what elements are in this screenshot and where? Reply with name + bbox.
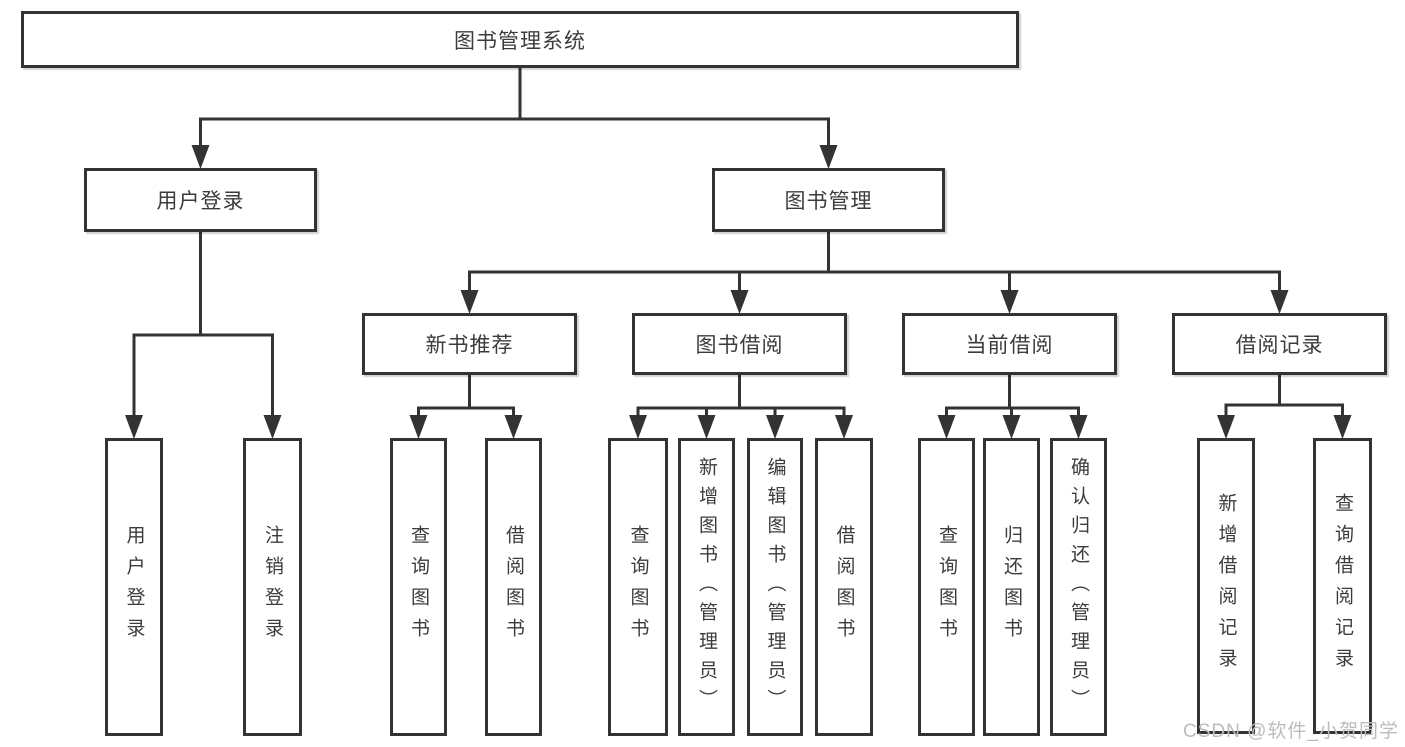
arrowhead-icon: [1069, 415, 1088, 439]
node-label: 归还图书: [1001, 525, 1022, 649]
node-label: 新增借阅记录: [1215, 493, 1237, 679]
node-label: 新增图书（管理员）: [696, 456, 717, 718]
node-label: 编辑图书（管理员）: [764, 456, 786, 718]
diagram-node-leaf-cb-return: 归还图书: [983, 438, 1040, 736]
arrowhead-icon: [460, 290, 479, 314]
arrowhead-icon: [730, 290, 749, 314]
arrowhead-icon: [1270, 290, 1289, 314]
node-label: 借阅图书: [833, 525, 855, 649]
arrowhead-icon: [191, 145, 210, 169]
arrowhead-icon: [1333, 415, 1352, 439]
diagram-node-leaf-bb-borrow: 借阅图书: [815, 438, 873, 736]
diagram-node-leaf-bb-query: 查询图书: [608, 438, 668, 736]
arrowhead-icon: [937, 415, 956, 439]
diagram-node-leaf-rec-query: 查询图书: [390, 438, 447, 736]
diagram-node-cur-borrow: 当前借阅: [902, 313, 1117, 375]
diagram-node-book-borrow: 图书借阅: [632, 313, 847, 375]
node-label: 查询借阅记录: [1332, 493, 1353, 679]
diagram-node-leaf-cb-query: 查询图书: [918, 438, 975, 736]
node-label: 借阅记录: [1235, 334, 1324, 357]
diagram-node-borrow-rec: 借阅记录: [1172, 313, 1387, 375]
node-label: 查询图书: [627, 525, 649, 649]
diagram-node-leaf-cb-confirm: 确认归还（管理员）: [1050, 438, 1107, 736]
node-label: 查询图书: [408, 525, 429, 649]
diagram-node-root: 图书管理系统: [21, 11, 1019, 68]
arrowhead-icon: [1002, 415, 1021, 439]
node-label: 用户登录: [123, 525, 145, 649]
arrowhead-icon: [263, 415, 282, 439]
diagram-node-new-rec: 新书推荐: [362, 313, 577, 375]
arrowhead-icon: [766, 415, 784, 439]
arrowhead-icon: [819, 145, 838, 169]
diagram-node-leaf-br-add: 新增借阅记录: [1197, 438, 1255, 734]
watermark: CSDN @软件_小贺同学: [1183, 721, 1399, 742]
arrowhead-icon: [629, 415, 647, 439]
diagram-node-leaf-bb-add: 新增图书（管理员）: [678, 438, 735, 736]
node-label: 新书推荐: [425, 334, 514, 357]
node-label: 图书借阅: [695, 334, 784, 357]
arrowhead-icon: [1000, 290, 1019, 314]
diagram-node-leaf-bb-edit: 编辑图书（管理员）: [747, 438, 803, 736]
arrowhead-icon: [125, 415, 143, 439]
diagram-node-book-mgmt: 图书管理: [712, 168, 945, 232]
arrowhead-icon: [697, 415, 716, 439]
node-label: 注销登录: [262, 525, 283, 649]
diagram-node-leaf-rec-borrow: 借阅图书: [485, 438, 542, 736]
arrowhead-icon: [835, 415, 853, 439]
node-label: 查询图书: [936, 525, 957, 649]
diagram-node-user-login: 用户登录: [84, 168, 317, 232]
node-label: 当前借阅: [965, 334, 1054, 357]
diagram-node-leaf-user-login: 用户登录: [105, 438, 163, 736]
arrowhead-icon: [409, 415, 428, 439]
node-label: 用户登录: [156, 190, 245, 213]
diagram-node-leaf-logout: 注销登录: [243, 438, 302, 736]
node-label: 借阅图书: [503, 525, 524, 649]
arrowhead-icon: [504, 415, 523, 439]
diagram-node-leaf-br-query: 查询借阅记录: [1313, 438, 1372, 734]
node-label: 图书管理: [784, 190, 873, 213]
arrowhead-icon: [1217, 415, 1235, 439]
node-label: 图书管理系统: [454, 29, 586, 53]
node-label: 确认归还（管理员）: [1068, 456, 1089, 718]
